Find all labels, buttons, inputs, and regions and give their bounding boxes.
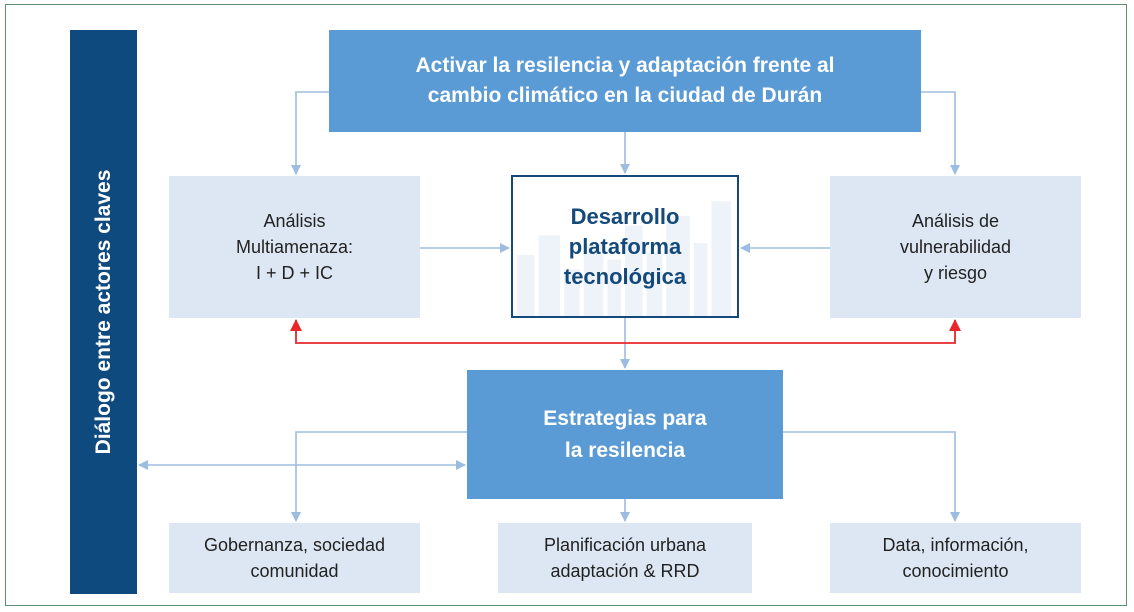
data-knowledge-box: Data, información, conocimiento xyxy=(830,523,1081,593)
multihazard-analysis-text: Análisis Multiamenaza: I + D + IC xyxy=(235,211,354,283)
multihazard-analysis-box: Análisis Multiamenaza: I + D + IC xyxy=(169,176,420,318)
arrow-top-to-right xyxy=(921,91,960,175)
goal-box: Activar la resilencia y adaptación frent… xyxy=(329,30,921,132)
arrow-strategies-to-data xyxy=(783,431,960,522)
resilience-strategies-box: Estrategias para la resilencia xyxy=(467,370,783,499)
governance-text: Gobernanza, sociedad comunidad xyxy=(203,535,386,581)
arrow-strategies-to-governance xyxy=(291,431,467,522)
tech-platform-box: Desarrollo plataforma tecnológica xyxy=(511,175,739,318)
feedback-arrow-right xyxy=(625,319,961,344)
governance-box: Gobernanza, sociedad comunidad xyxy=(169,523,420,593)
data-knowledge-text: Data, información, conocimiento xyxy=(882,535,1029,581)
diagram-frame xyxy=(5,4,1127,606)
resilience-strategies-text: Estrategias para la resilencia xyxy=(543,406,707,462)
arrow-top-to-left xyxy=(291,91,329,175)
goal-text: Activar la resilencia y adaptación frent… xyxy=(415,54,835,107)
vulnerability-analysis-box: Análisis de vulnerabilidad y riesgo xyxy=(830,176,1081,318)
tech-platform-text: Desarrollo plataforma tecnológica xyxy=(563,203,687,289)
vulnerability-analysis-text: Análisis de vulnerabilidad y riesgo xyxy=(899,211,1012,283)
urban-planning-box: Planificación urbana adaptación & RRD xyxy=(498,523,752,593)
urban-planning-text: Planificación urbana adaptación & RRD xyxy=(543,535,707,581)
stakeholder-dialogue-bar: Diálogo entre actores claves xyxy=(70,30,137,594)
city-skyline-icon xyxy=(516,201,732,316)
feedback-arrow-left xyxy=(290,319,625,344)
